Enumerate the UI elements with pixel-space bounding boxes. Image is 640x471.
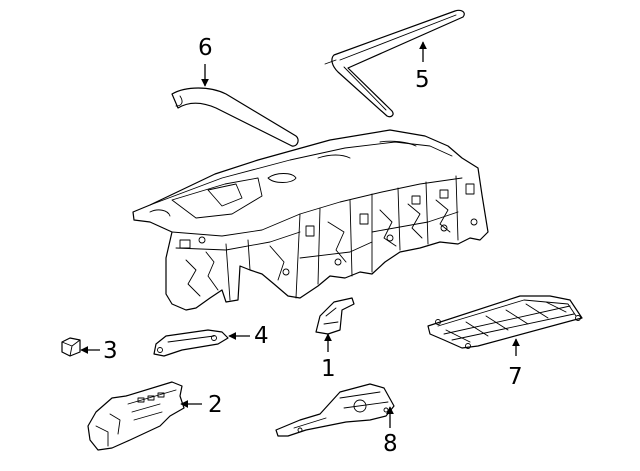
part-7-under-tray: [427, 295, 583, 349]
callout-1: 1: [321, 356, 336, 382]
callout-labels: 1 2 3 4 5 6 7 8: [103, 35, 523, 457]
leader-lines: [80, 41, 520, 428]
callout-3: 3: [103, 338, 118, 364]
part-5-long-trim: [324, 9, 465, 118]
callout-7: 7: [508, 364, 523, 390]
callout-2: 2: [208, 392, 223, 418]
part-1-bracket: [315, 297, 355, 335]
part-3-clip: [61, 337, 81, 357]
callout-4: 4: [254, 323, 269, 349]
instrument-panel-assembly: [132, 129, 489, 311]
callout-6: 6: [198, 35, 213, 61]
part-6-trim-strip: [171, 87, 299, 147]
callout-5: 5: [415, 67, 430, 93]
callout-8: 8: [383, 431, 398, 457]
part-8-lower-brace: [275, 383, 395, 437]
part-4-bracket: [153, 329, 229, 357]
part-2-lower-panel: [87, 381, 185, 451]
